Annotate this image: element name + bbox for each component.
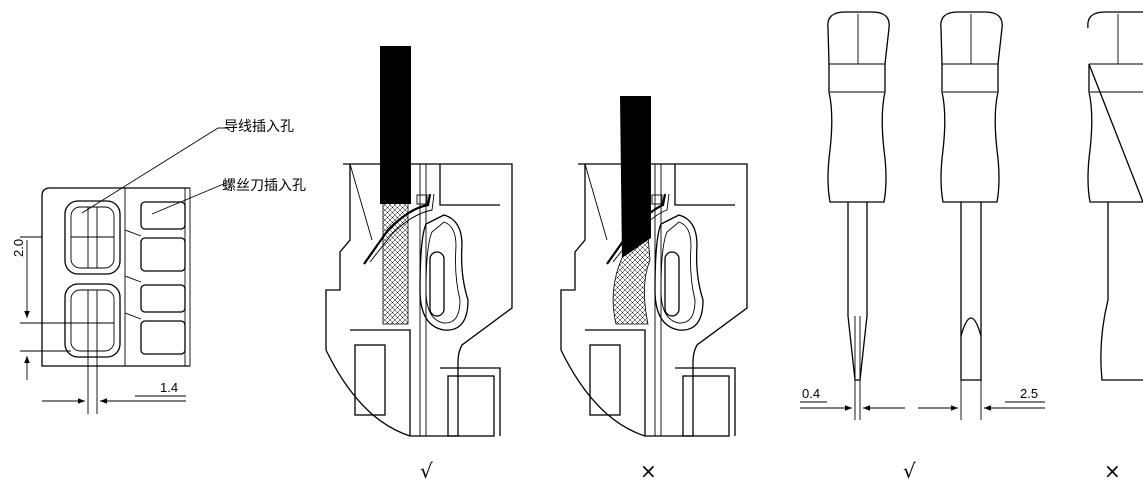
dim-hole-width: 1.4 xyxy=(42,380,186,404)
dim-pitch: 2.0 xyxy=(11,236,42,380)
section-wrong: × xyxy=(560,96,748,481)
leader-screwdriver-hole xyxy=(151,182,227,215)
mark-wire-correct: √ xyxy=(420,459,433,481)
wire-hole-top xyxy=(64,200,121,275)
label-wire-hole: 导线插入孔 xyxy=(224,119,294,135)
clamp-spring xyxy=(363,193,469,331)
dim-hole-width-text: 1.4 xyxy=(160,380,178,395)
label-screwdriver-hole: 螺丝刀插入孔 xyxy=(222,178,306,194)
dim-tip-width-text: 2.5 xyxy=(1020,386,1038,401)
wire-insulation xyxy=(380,46,411,204)
screwdriver-wide-tip: × xyxy=(1087,11,1143,481)
mark-driver-wrong: × xyxy=(1104,459,1121,481)
screwdriver-flat-tip: 2.5 xyxy=(918,11,1045,420)
mark-driver-correct: √ xyxy=(903,459,916,481)
screwdriver-holes xyxy=(124,201,186,355)
mark-wire-wrong: × xyxy=(640,459,657,481)
terminal-front-view: 2.0 1.4 导线插入孔 螺丝刀插入孔 xyxy=(11,119,306,414)
dim-tip-thickness-text: 0.4 xyxy=(802,386,820,401)
section-correct: √ xyxy=(325,46,513,481)
wire-hole-bottom xyxy=(20,283,121,414)
stripped-conductor xyxy=(382,201,409,325)
clamp-spring-wrong xyxy=(606,193,704,331)
leader-wire-hole xyxy=(81,127,219,214)
dim-pitch-text: 2.0 xyxy=(11,239,26,257)
screwdriver-thin-tip: 0.4 √ xyxy=(800,11,916,481)
